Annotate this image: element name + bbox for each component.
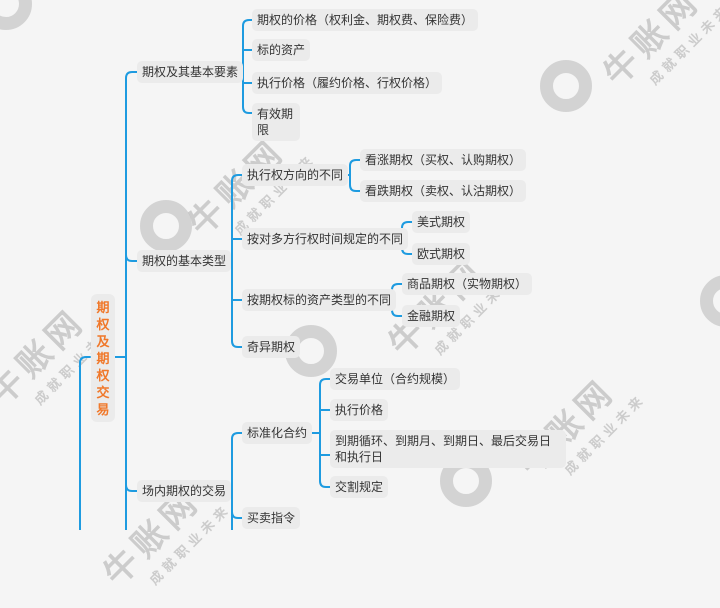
leaf-node-delivery-rules[interactable]: 交割规定 — [330, 476, 389, 498]
leaf-node-call-option[interactable]: 看涨期权（买权、认购期权） — [360, 149, 527, 171]
leaf-node-underlying-asset[interactable]: 标的资产 — [252, 39, 311, 61]
branch-node-exchange-trading[interactable]: 场内期权的交易 — [137, 480, 232, 502]
leaf-node-european-option[interactable]: 欧式期权 — [412, 243, 471, 265]
leaf-node-option-price[interactable]: 期权的价格（权利金、期权费、保险费） — [252, 9, 479, 31]
leaf-node-commodity-option[interactable]: 商品期权（实物期权） — [402, 273, 533, 295]
leaf-node-trading-orders[interactable]: 买卖指令 — [242, 507, 301, 529]
leaf-node-expiry-cycle[interactable]: 到期循环、到期月、到期日、最后交易日和执行日 — [330, 430, 566, 468]
mindmap-canvas: 牛账网 成就职业未来 牛账网 成就职业未来 牛账网 成就职业未来 牛账网 成就职… — [0, 0, 720, 594]
branch-node-option-types[interactable]: 期权的基本类型 — [137, 250, 232, 272]
leaf-node-trading-unit[interactable]: 交易单位（合约规模） — [330, 368, 461, 390]
watermark-coin-icon — [540, 60, 592, 112]
leaf-node-put-option[interactable]: 看跌期权（卖权、认沽期权） — [360, 180, 527, 202]
leaf-node-contract-strike-price[interactable]: 执行价格 — [330, 399, 389, 421]
node-exercise-direction[interactable]: 执行权方向的不同 — [242, 164, 349, 186]
node-standardized-contract[interactable]: 标准化合约 — [242, 422, 313, 444]
node-asset-type[interactable]: 按期权标的资产类型的不同 — [242, 289, 397, 311]
root-node[interactable]: 期权及期权交易 — [91, 294, 115, 422]
leaf-node-exotic-option[interactable]: 奇异期权 — [242, 336, 301, 358]
leaf-node-expiry[interactable]: 有效期限 — [252, 103, 300, 141]
leaf-node-strike-price[interactable]: 执行价格（履约价格、行权价格） — [252, 72, 443, 94]
node-exercise-time[interactable]: 按对多方行权时间规定的不同 — [242, 228, 409, 250]
branch-node-option-elements[interactable]: 期权及其基本要素 — [137, 61, 244, 83]
leaf-node-american-option[interactable]: 美式期权 — [412, 211, 471, 233]
leaf-node-financial-option[interactable]: 金融期权 — [402, 305, 461, 327]
